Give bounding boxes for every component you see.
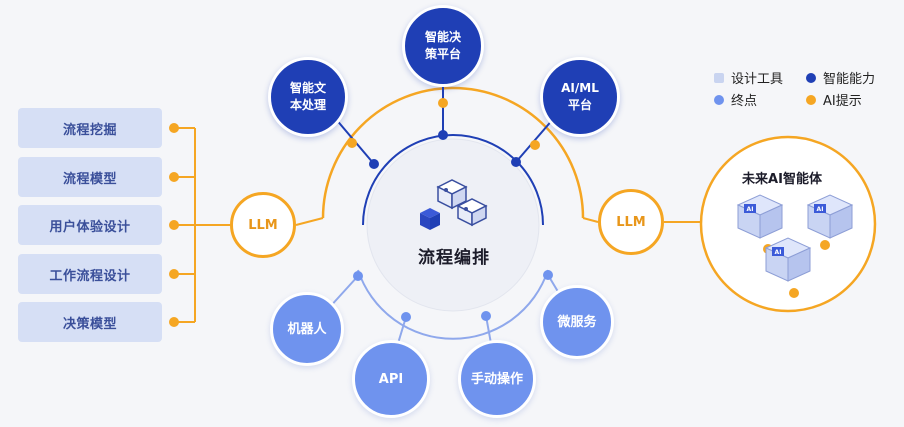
chip-label-3: AI xyxy=(775,249,782,256)
dot-icon xyxy=(806,72,816,83)
dot-icon xyxy=(806,94,816,105)
arc-light-dot-3 xyxy=(481,311,491,321)
ai-chip-icon-3: AI xyxy=(764,237,812,298)
legend-capability: 智能能力 xyxy=(806,68,875,87)
legend-ai-hint: AI提示 xyxy=(806,90,862,109)
chip-label-1: AI xyxy=(747,206,754,213)
arc-light-dot-4 xyxy=(543,270,553,280)
node-aiml-line2: 平台 xyxy=(567,98,592,112)
endpoint-dot-5 xyxy=(169,317,179,327)
arc-orange-dot-right xyxy=(530,140,540,150)
llm-left: LLM xyxy=(230,192,296,258)
arc-orange-dot-left xyxy=(347,138,357,148)
ai-chip-icon-2: AI xyxy=(806,194,854,250)
light-blue-arc xyxy=(357,269,549,340)
dot-icon xyxy=(714,94,724,105)
chip-label-2: AI xyxy=(817,206,824,213)
arc-blue-dot-left xyxy=(369,159,379,169)
legend-endpoint-label: 终点 xyxy=(731,94,758,109)
center-hub xyxy=(366,138,540,312)
arc-light-dot-1 xyxy=(353,271,363,281)
node-manual-operation: 手动操作 xyxy=(458,340,536,418)
node-aiml-line1: AI/ML xyxy=(561,81,599,95)
endpoint-dot-4 xyxy=(169,269,179,279)
llm-left-to-arc xyxy=(295,217,324,226)
blue-arc xyxy=(362,134,544,226)
legend-endpoint: 终点 xyxy=(714,90,757,109)
square-icon xyxy=(714,72,724,83)
legend-design-tools: 设计工具 xyxy=(714,68,783,87)
node-decision-line1: 智能决 xyxy=(424,30,461,44)
endpoint-dot-2 xyxy=(169,172,179,182)
arc-blue-dot-right xyxy=(511,157,521,167)
box-workflow-design: 工作流程设计 xyxy=(18,254,162,294)
endpoint-dot-1 xyxy=(169,123,179,133)
arc-light-dot-2 xyxy=(401,312,411,322)
arc-blue-dot-top xyxy=(438,130,448,140)
agent-title: 未来AI智能体 xyxy=(742,172,822,187)
node-decision-platform: 智能决策平台 xyxy=(402,5,484,87)
node-text-line1: 智能文 xyxy=(289,81,326,95)
node-api: API xyxy=(352,340,430,418)
legend-capability-label: 智能能力 xyxy=(823,72,876,87)
node-robot: 机器人 xyxy=(270,292,344,366)
node-text-processing: 智能文本处理 xyxy=(268,57,348,137)
arc-orange-dot-top xyxy=(438,98,448,108)
agent-circle xyxy=(699,135,877,313)
endpoint-dot-3 xyxy=(169,220,179,230)
orchestration-icon xyxy=(420,179,488,230)
orange-arc xyxy=(321,86,585,219)
node-text-line2: 本处理 xyxy=(289,98,326,112)
node-decision-line2: 策平台 xyxy=(424,47,461,61)
box-ux-design: 用户体验设计 xyxy=(18,205,162,245)
llm-right: LLM xyxy=(598,189,664,255)
arc-to-llm-right xyxy=(582,217,599,223)
legend: 设计工具 智能能力 终点 AI提示 xyxy=(714,68,894,110)
legend-design-tools-label: 设计工具 xyxy=(731,72,784,87)
legend-ai-hint-label: AI提示 xyxy=(823,94,862,109)
box-decision-model: 决策模型 xyxy=(18,302,162,342)
node-microservice: 微服务 xyxy=(540,285,614,359)
center-title: 流程编排 xyxy=(418,248,490,268)
box-process-mining: 流程挖掘 xyxy=(18,108,162,148)
node-aiml-platform: AI/ML 平台 xyxy=(540,57,620,137)
box-process-model: 流程模型 xyxy=(18,157,162,197)
